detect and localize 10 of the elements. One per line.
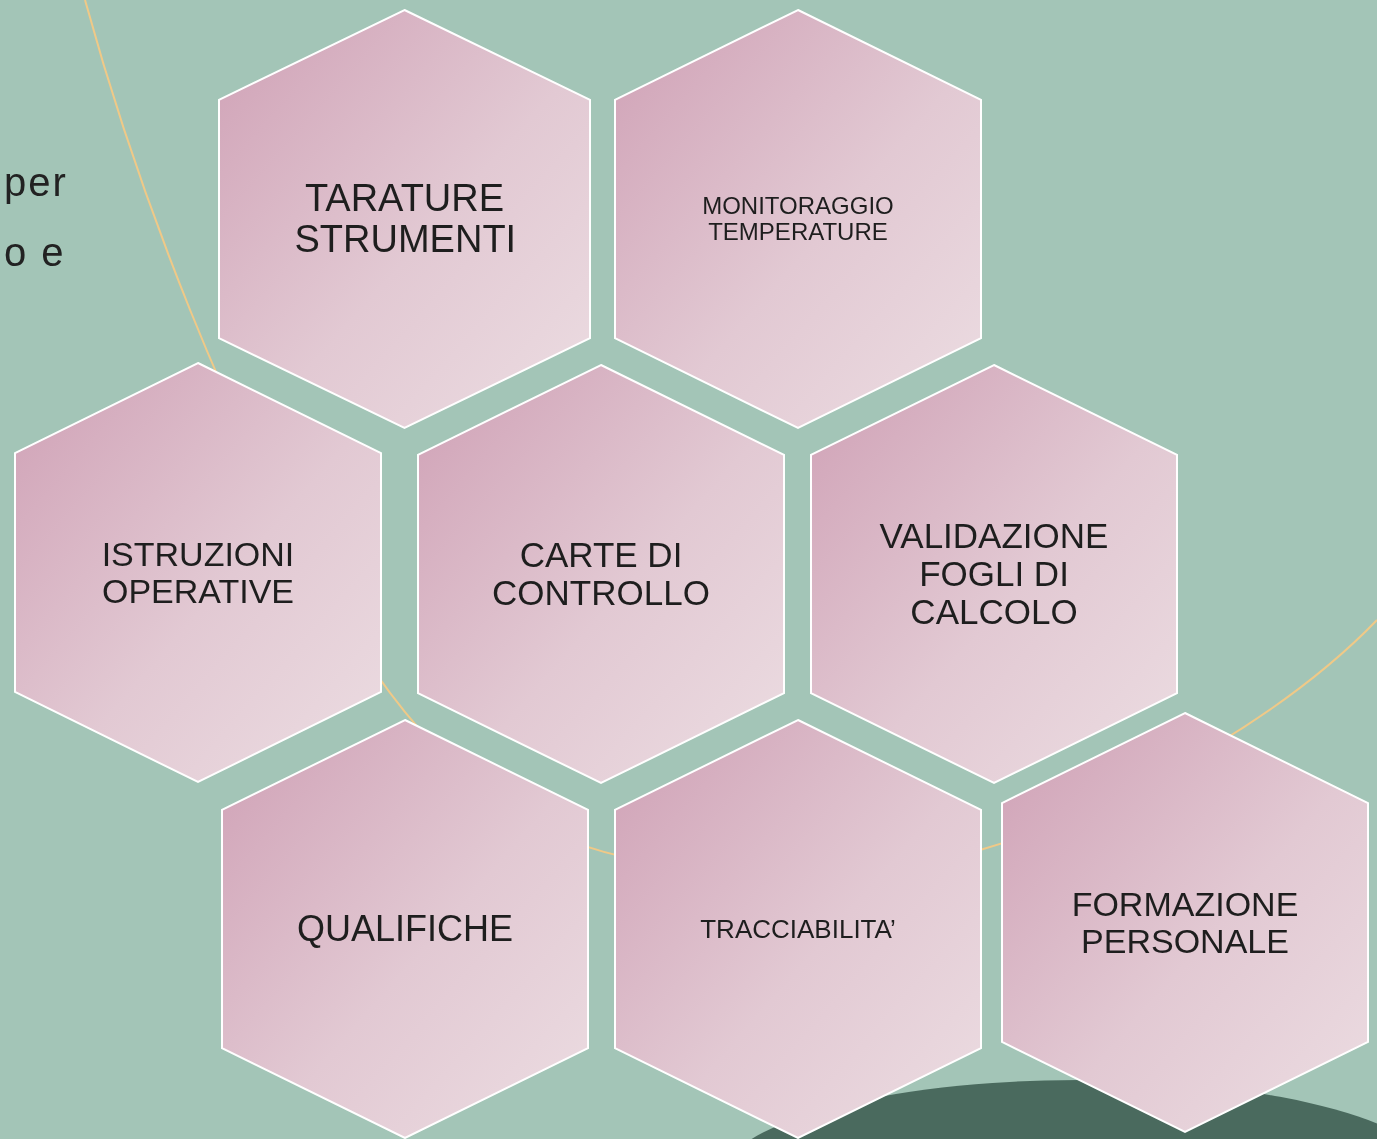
text-fragment: per [4,160,68,205]
hexagon-label: VALIDAZIONE FOGLI DI CALCOLO [878,517,1110,631]
hexagon-label: TRACCIABILITA’ [699,914,897,944]
hexagon-label: CARTE DI CONTROLLO [491,536,711,612]
hexagon-label: QUALIFICHE [295,909,514,949]
text-fragment: o e [4,230,66,275]
hexagon-label: FORMAZIONE PERSONALE [1070,885,1300,960]
hexagon-label: MONITORAGGIO TEMPERATURE [701,193,895,245]
hexagon-label: ISTRUZIONI OPERATIVE [100,535,296,610]
hexagon-label: TARATURE STRUMENTI [294,177,515,261]
